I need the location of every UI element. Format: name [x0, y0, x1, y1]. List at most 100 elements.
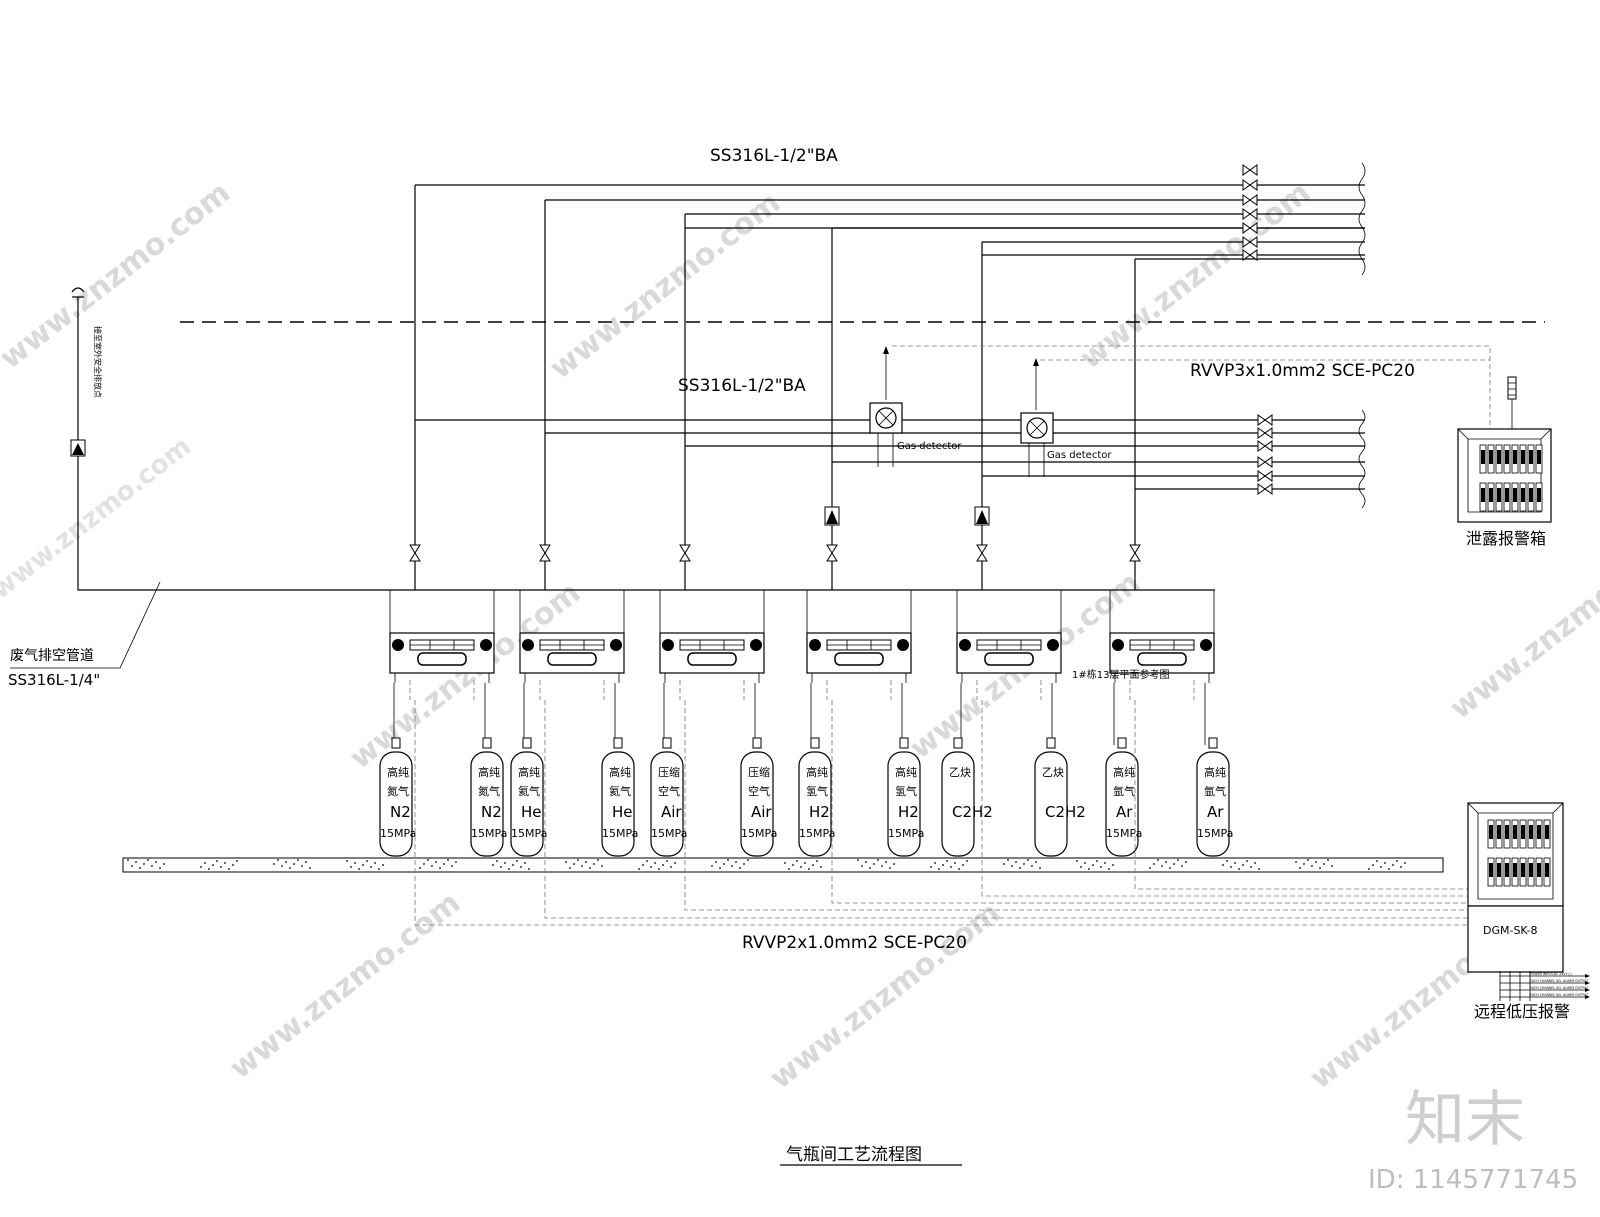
cylinder-formula: He: [521, 803, 542, 821]
remote-alarm-terminal-label: EACH CHANNEL NO. ALARM OUTPUT: [1530, 986, 1588, 990]
manifold-panel: [1109, 590, 1215, 745]
gas-cylinder: 乙炔 C2H2: [1034, 737, 1086, 857]
cylinder-label-line2: 氢气: [806, 784, 828, 798]
middle-header-valves: [1257, 414, 1273, 495]
cylinder-pressure: 15MPa: [511, 827, 547, 840]
cylinder-pressure: 15MPa: [602, 827, 638, 840]
watermark-text: www.znzmo.com: [0, 175, 237, 376]
exhaust-label: 废气排空管道: [10, 648, 94, 664]
manifold-panel: [659, 590, 765, 745]
cylinder-label-line1: 高纯: [1204, 765, 1226, 779]
cylinder-label-line2: 空气: [658, 784, 680, 798]
cylinder-formula: Ar: [1207, 803, 1224, 821]
bottom-cable-routes: [414, 700, 1468, 926]
watermark-id: ID: 1145771745: [1368, 1165, 1578, 1195]
cylinder-label-line2: 氦气: [518, 784, 540, 798]
concrete-floor: [122, 857, 1444, 873]
manifold-panel: [956, 590, 1062, 745]
cylinder-label-line1: 高纯: [518, 765, 540, 779]
cylinder-formula: H2: [898, 803, 919, 821]
cylinder-pressure: 15MPa: [651, 827, 687, 840]
cylinder-formula: H2: [809, 803, 830, 821]
upper-header-valves: [1242, 164, 1258, 261]
remote-alarm-terminal-label: EACH CHANNEL NO. ALARM OUTPUT: [1530, 993, 1588, 997]
panel-note: 1#栋13层平面参考图: [1072, 668, 1169, 681]
cylinder-label-line2: 氩气: [1204, 784, 1226, 798]
cylinder-pressure: 15MPa: [1197, 827, 1233, 840]
cylinder-formula: C2H2: [952, 803, 993, 821]
leak-alarm-box: 泄露报警箱: [1457, 376, 1552, 548]
gas-detector-label: Gas detector: [897, 441, 962, 452]
cylinder-label-line1: 乙炔: [1042, 766, 1064, 779]
cylinder-label-line2: 氮气: [478, 784, 500, 798]
exhaust-pipe: 接至室外安全排放点 废气排空管道 SS316L-1/4": [8, 287, 1215, 689]
bottom-cable-label: RVVP2x1.0mm2 SCE-PC20: [742, 933, 967, 953]
cylinder-label-line2: 氩气: [1113, 784, 1135, 798]
upper-pipe-label: SS316L-1/2"BA: [710, 146, 838, 166]
cylinder-formula: Air: [661, 803, 682, 821]
exhaust-spec: SS316L-1/4": [8, 671, 100, 689]
flow-arrow-h2: [824, 506, 840, 526]
cylinder-formula: N2: [481, 803, 502, 821]
exhaust-vertical-note: 接至室外安全排放点: [93, 326, 103, 398]
watermark-text: www.znzmo.com: [1443, 525, 1600, 726]
manifold-panels: [389, 590, 1215, 745]
watermark-text: www.znzmo.com: [223, 885, 467, 1086]
diagram-title: 气瓶间工艺流程图: [786, 1145, 922, 1165]
cylinder-formula: He: [612, 803, 633, 821]
gas-detector-label: Gas detector: [1047, 450, 1112, 461]
gas-detector-2: Gas detector: [1020, 358, 1112, 477]
remote-alarm-model: DGM-SK-8: [1483, 924, 1537, 937]
signal-cable-label: RVVP3x1.0mm2 SCE-PC20: [1190, 361, 1415, 381]
cylinder-label-line2: 空气: [748, 784, 770, 798]
cylinder-label-line1: 压缩: [658, 766, 680, 779]
cylinder-label-line1: 高纯: [806, 765, 828, 779]
remote-alarm-panel: DGM-SK-8 POWER INPUT(DC 24V+/-) EACH CHAN…: [1467, 802, 1590, 1021]
cylinder-pressure: 15MPa: [799, 827, 835, 840]
gas-cylinder: 乙炔 C2H2: [941, 737, 993, 857]
leak-alarm-box-label: 泄露报警箱: [1466, 529, 1546, 548]
middle-pipe-label: SS316L-1/2"BA: [678, 376, 806, 396]
cylinder-label-line1: 压缩: [748, 766, 770, 779]
remote-alarm-label: 远程低压报警: [1474, 1002, 1570, 1021]
gas-detector-1: Gas detector: [869, 346, 962, 467]
cylinder-label-line2: 氢气: [895, 784, 917, 798]
cylinder-label-line1: 乙炔: [949, 766, 971, 779]
cylinder-formula: Air: [751, 803, 772, 821]
manifold-panel: [806, 590, 912, 745]
cylinder-label-line1: 高纯: [387, 765, 409, 779]
cylinder-pressure: 15MPa: [471, 827, 507, 840]
watermark-text: www.znzmo.com: [543, 185, 787, 386]
upper-header-bundle: [414, 162, 1366, 590]
cylinder-formula: C2H2: [1045, 803, 1086, 821]
cylinder-label-line2: 氮气: [387, 784, 409, 798]
watermark-text: www.znzmo.com: [343, 575, 587, 776]
manifold-panel: [519, 590, 625, 745]
manifold-outlet-valves: [409, 544, 1141, 562]
cylinder-pressure: 15MPa: [1106, 827, 1142, 840]
remote-alarm-terminal-label: EACH CHANNEL NO. ALARM OUTPUT: [1530, 979, 1588, 983]
watermark-text: www.znzmo.com: [0, 432, 197, 606]
cylinder-formula: N2: [390, 803, 411, 821]
cylinder-label-line1: 高纯: [478, 765, 500, 779]
cylinder-pressure: 15MPa: [888, 827, 924, 840]
cylinder-label-line2: 氦气: [609, 784, 631, 798]
flow-arrow-c2h2: [974, 506, 990, 526]
cylinder-label-line1: 高纯: [895, 765, 917, 779]
cylinder-label-line1: 高纯: [1113, 765, 1135, 779]
cylinder-pressure: 15MPa: [741, 827, 777, 840]
manifold-panel: [389, 590, 495, 745]
remote-alarm-terminal-label: POWER INPUT(DC 24V+/-): [1530, 972, 1572, 976]
